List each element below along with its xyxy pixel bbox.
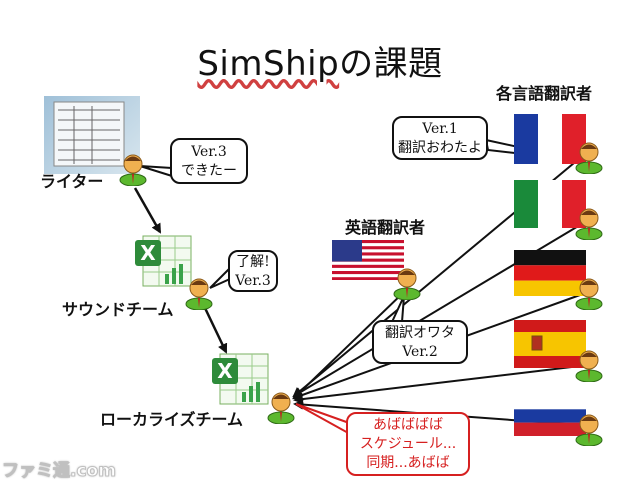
bubble-french: Ver.1 翻訳おわたよ bbox=[392, 116, 488, 160]
arrow-spain-to-localize bbox=[293, 365, 581, 405]
bubble-english: 翻訳オワタ Ver.2 bbox=[372, 320, 468, 364]
document-icon bbox=[53, 101, 125, 167]
label-writer: ライター bbox=[40, 172, 104, 191]
spanish-translator-person-icon bbox=[575, 350, 603, 382]
bubble-localize: あばばばば スケジュール... 同期...あばば bbox=[346, 412, 470, 476]
german-translator-person-icon bbox=[575, 278, 603, 310]
bubble-sound: 了解! Ver.3 bbox=[228, 250, 278, 292]
sound-person-icon bbox=[185, 278, 213, 310]
arrow-english-to-localize bbox=[292, 289, 407, 400]
excel-file-icon-2: X bbox=[212, 353, 269, 405]
svg-text:X: X bbox=[217, 359, 233, 383]
watermark-logo: ファミ通.com bbox=[2, 461, 117, 481]
label-multilang-translators: 各言語翻訳者 bbox=[496, 84, 593, 103]
spain-flag-icon bbox=[514, 320, 586, 368]
bubble-english-line1: 翻訳オワタ bbox=[385, 325, 455, 341]
label-localize-team: ローカライズチーム bbox=[100, 410, 244, 429]
bubble-sound-line2: Ver.3 bbox=[235, 273, 271, 289]
france-flag-icon bbox=[514, 114, 586, 164]
bubble-french-line2: 翻訳おわたよ bbox=[398, 140, 482, 156]
bubble-localize-line1: あばばばば bbox=[373, 417, 443, 433]
italian-translator-person-icon bbox=[575, 208, 603, 240]
localize-person-icon bbox=[267, 392, 295, 424]
french-translator-person-icon bbox=[575, 142, 603, 174]
arrow-sound-to-localize bbox=[203, 307, 228, 354]
bubble-localize-line3: 同期...あばば bbox=[366, 455, 450, 471]
bubble-sound-line1: 了解! bbox=[236, 254, 270, 270]
arrow-writer-to-sound bbox=[133, 187, 162, 234]
bubble-writer: Ver.3 できたー bbox=[170, 138, 248, 184]
page-title: SimShipの課題 bbox=[197, 44, 443, 84]
bubble-localize-line2: スケジュール... bbox=[359, 436, 457, 452]
bubble-writer-line1: Ver.3 bbox=[191, 144, 227, 160]
english-person-icon bbox=[393, 268, 421, 300]
bubble-writer-line2: できたー bbox=[181, 163, 237, 179]
russia-flag-icon bbox=[514, 396, 586, 436]
bubble-french-line1: Ver.1 bbox=[422, 121, 458, 137]
label-english-translator: 英語翻訳者 bbox=[345, 218, 426, 237]
svg-text:X: X bbox=[140, 241, 156, 265]
russian-translator-person-icon bbox=[575, 414, 603, 446]
label-sound-team: サウンドチーム bbox=[62, 300, 174, 319]
germany-flag-icon bbox=[514, 250, 586, 296]
usa-flag-icon bbox=[332, 240, 404, 280]
excel-file-icon-1: X bbox=[135, 235, 192, 287]
bubble-english-line2: Ver.2 bbox=[402, 344, 438, 360]
writer-person-icon bbox=[119, 154, 147, 186]
